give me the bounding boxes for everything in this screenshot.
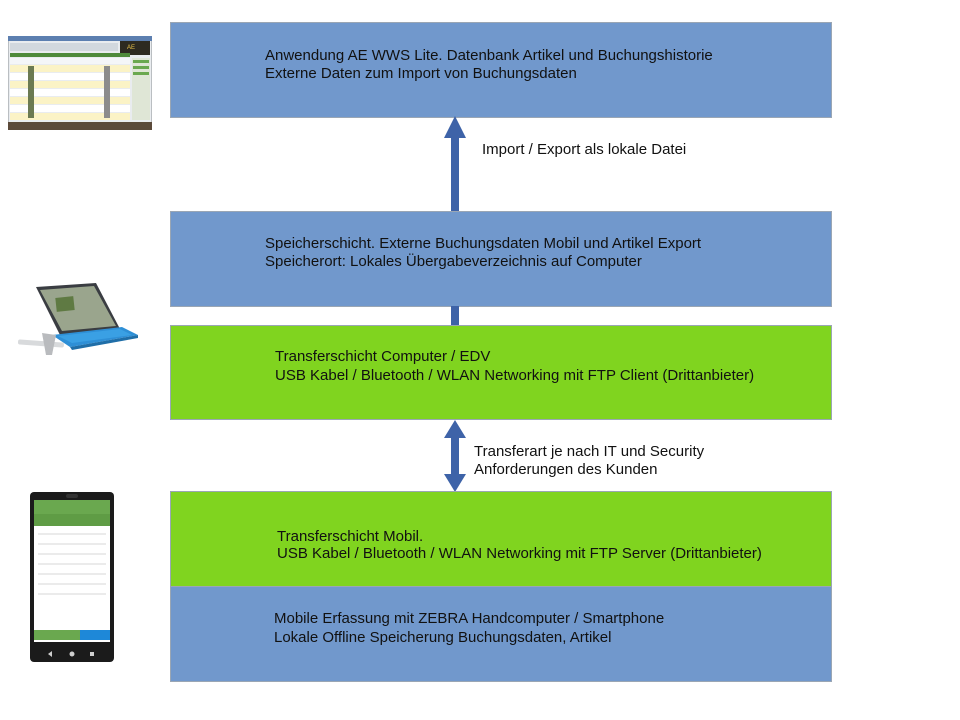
transfer-type-label-line2: Anforderungen des Kunden	[474, 461, 658, 478]
mobile-capture-box: Mobile Erfassung mit ZEBRA Handcomputer …	[170, 586, 832, 682]
transfer-double-arrow	[444, 420, 466, 492]
application-layer-box: Anwendung AE WWS Lite. Datenbank Artikel…	[170, 22, 832, 118]
transfer-mobile-box: Transferschicht Mobil. USB Kabel / Bluet…	[170, 491, 832, 587]
application-layer-subtitle: Externe Daten zum Import von Buchungsdat…	[265, 65, 577, 82]
mobile-capture-subtitle: Lokale Offline Speicherung Buchungsdaten…	[274, 629, 612, 646]
connector-bar	[451, 306, 459, 326]
transfer-mobile-subtitle: USB Kabel / Bluetooth / WLAN Networking …	[277, 545, 762, 562]
transfer-mobile-title: Transferschicht Mobil.	[277, 528, 424, 545]
storage-layer-title: Speicherschicht. Externe Buchungsdaten M…	[265, 235, 702, 252]
transfer-type-label-line1: Transferart je nach IT und Security	[474, 443, 705, 460]
mobile-capture-title: Mobile Erfassung mit ZEBRA Handcomputer …	[274, 610, 665, 627]
transfer-computer-subtitle: USB Kabel / Bluetooth / WLAN Networking …	[275, 367, 755, 384]
storage-layer-box: Speicherschicht. Externe Buchungsdaten M…	[170, 211, 832, 307]
transfer-computer-box: Transferschicht Computer / EDV USB Kabel…	[170, 325, 832, 420]
storage-layer-subtitle: Speicherort: Lokales Übergabeverzeichnis…	[265, 253, 642, 270]
transfer-computer-title: Transferschicht Computer / EDV	[275, 348, 491, 365]
smartphone-image	[30, 492, 114, 662]
tablet-image	[17, 283, 138, 355]
application-layer-title: Anwendung AE WWS Lite. Datenbank Artikel…	[265, 47, 713, 64]
import-export-label: Import / Export als lokale Datei	[482, 141, 687, 158]
software-screenshot-image: AE	[8, 36, 152, 130]
svg-text:AE: AE	[127, 45, 135, 51]
import-export-arrow	[444, 116, 466, 214]
